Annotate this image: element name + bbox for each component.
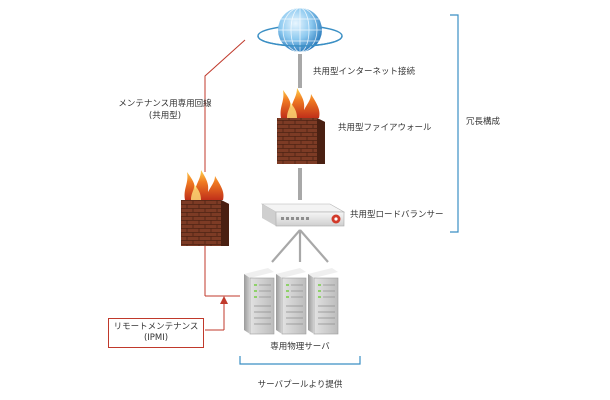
maintenance-line-label: メンテナンス用専用回線 (共用型) [108, 98, 222, 122]
redundancy-bracket [450, 14, 459, 233]
firewall-loadbalancer-connector [298, 168, 302, 200]
firewall-icon [181, 170, 229, 246]
maintenance-line-label-line1: メンテナンス用専用回線 [118, 99, 212, 109]
maintenance-line [204, 39, 246, 331]
remote-maintenance-box: リモートメンテナンス (IPMI) [108, 318, 204, 348]
server-rack-icon [244, 268, 339, 335]
firewall-icon [277, 88, 325, 164]
shared-internet-label: 共用型インターネット接続 [313, 67, 416, 77]
connectors [271, 54, 329, 263]
arrow-icon [220, 296, 228, 304]
globe-icon [257, 7, 343, 53]
redundancy-label: 冗長構成 [466, 117, 501, 127]
maintenance-line-label-line2: (共用型) [148, 111, 182, 121]
internet-firewall-connector [298, 54, 302, 88]
dedicated-servers-label: 専用物理サーバ [270, 342, 330, 352]
remote-maintenance-label-line1: リモートメンテナンス [113, 322, 199, 332]
server-pool-label: サーバプールより提供 [257, 380, 343, 390]
remote-maintenance-label-line2: (IPMI) [143, 333, 169, 343]
load-balancer-icon [260, 203, 346, 227]
loadbalancer-server-fan [271, 229, 329, 263]
shared-load-balancer-label: 共用型ロードバランサー [350, 210, 444, 220]
shared-firewall-label: 共用型ファイアウォール [338, 123, 432, 133]
server-pool-bracket [239, 356, 361, 365]
